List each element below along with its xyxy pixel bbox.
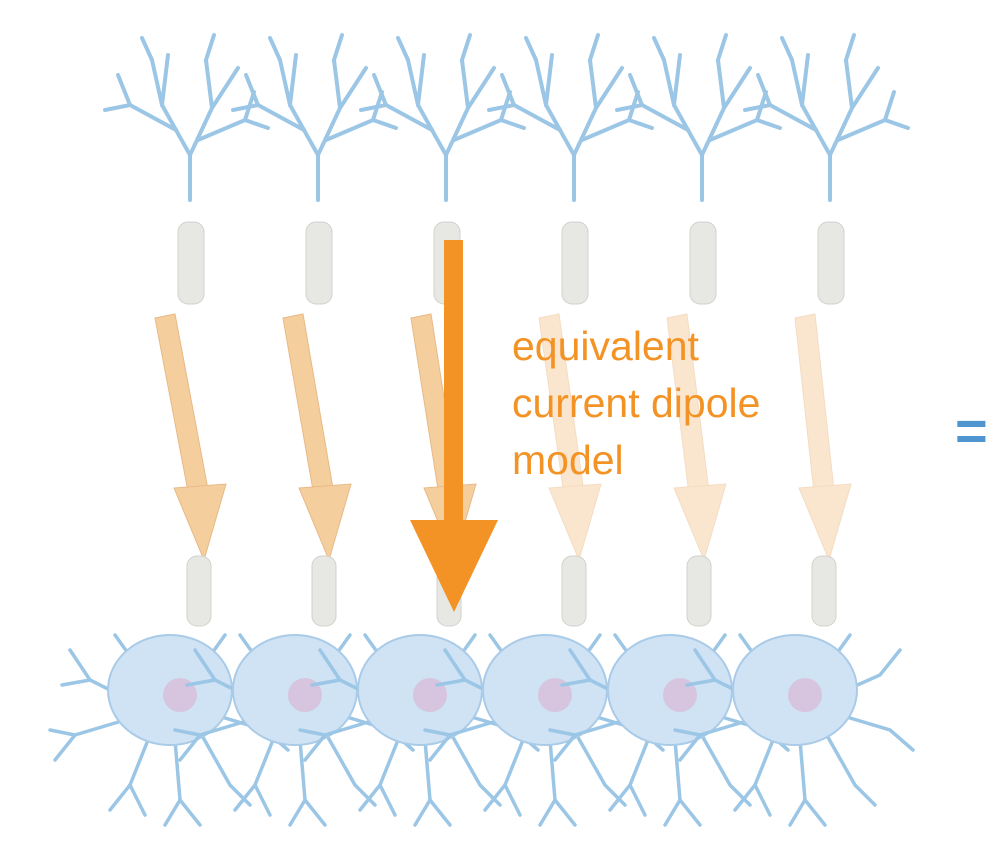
axon-segment-upper <box>690 222 716 304</box>
axon-segment-lower <box>812 556 836 626</box>
dipole-arrow-head <box>410 520 498 612</box>
axon-segment-upper <box>818 222 844 304</box>
axon-segment-upper <box>562 222 588 304</box>
axon-segment-lower <box>187 556 211 626</box>
apical-dendrites <box>361 35 524 200</box>
axon-segment-lower <box>562 556 586 626</box>
axon-segment-lower <box>312 556 336 626</box>
label-line-1: equivalent <box>512 318 812 375</box>
apical-dendrites <box>617 35 780 200</box>
equals-sign: = <box>955 403 988 459</box>
dipole-label: equivalent current dipole model <box>512 318 812 489</box>
dipole-arrow-shaft <box>444 240 463 530</box>
label-line-2: current dipole <box>512 375 812 432</box>
apical-dendrites <box>105 35 268 200</box>
axon-segment-upper <box>178 222 204 304</box>
label-line-3: model <box>512 432 812 489</box>
current-arrow <box>155 314 226 560</box>
current-arrow <box>283 314 351 560</box>
axon-segment-lower <box>687 556 711 626</box>
apical-dendrites <box>745 35 908 200</box>
axon-segment-upper <box>306 222 332 304</box>
nucleus <box>788 678 822 712</box>
apical-dendrites <box>233 35 396 200</box>
apical-dendrites <box>489 35 652 200</box>
